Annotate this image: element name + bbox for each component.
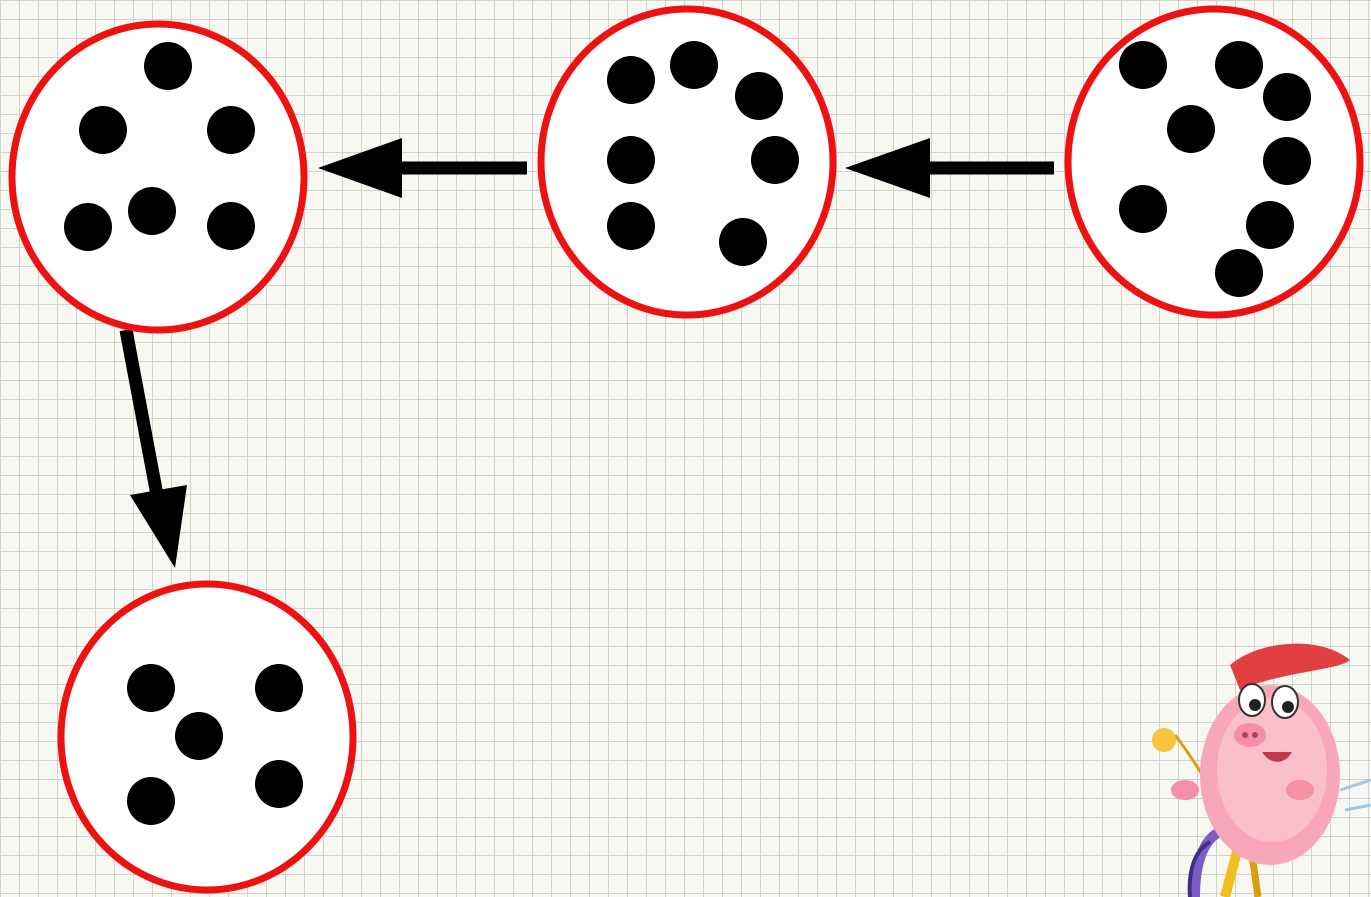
- pig-on-bicycle-character-icon: [1152, 644, 1371, 897]
- dot: [144, 42, 192, 90]
- dot: [670, 41, 718, 89]
- dot: [79, 106, 127, 154]
- dot: [1263, 73, 1311, 121]
- circle-six: [12, 24, 304, 330]
- dot: [1119, 185, 1167, 233]
- dot: [1215, 41, 1263, 89]
- dot: [719, 218, 767, 266]
- dot: [1119, 41, 1167, 89]
- dot: [1215, 249, 1263, 297]
- arrow-seven-to-six: [318, 138, 527, 198]
- circle-nine: [1068, 9, 1360, 315]
- dot: [207, 202, 255, 250]
- arrow-six-to-five: [126, 330, 187, 568]
- arrow-nine-to-seven: [845, 138, 1054, 198]
- dot: [735, 72, 783, 120]
- dot: [128, 187, 176, 235]
- dot: [1167, 105, 1215, 153]
- circle-five: [61, 584, 353, 890]
- circle-seven: [541, 9, 833, 315]
- dot: [607, 202, 655, 250]
- dot: [64, 203, 112, 251]
- dot: [607, 56, 655, 104]
- dot: [1263, 137, 1311, 185]
- dot: [127, 664, 175, 712]
- dot: [751, 136, 799, 184]
- dot: [207, 106, 255, 154]
- dot: [127, 777, 175, 825]
- dot: [255, 760, 303, 808]
- dot: [607, 136, 655, 184]
- dot: [255, 664, 303, 712]
- dot: [1246, 201, 1294, 249]
- dot: [175, 712, 223, 760]
